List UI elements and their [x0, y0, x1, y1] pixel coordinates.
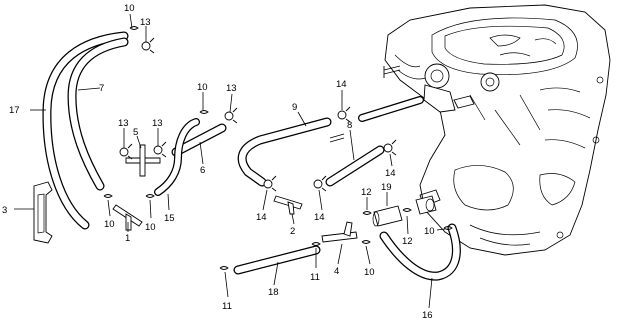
- hose-16: [379, 223, 461, 281]
- hose-15: [154, 118, 200, 196]
- callout-19: 19: [381, 182, 392, 193]
- callout-3: 3: [2, 205, 7, 216]
- intake-manifold-assembly: [383, 4, 611, 256]
- callout-13: 13: [226, 83, 237, 94]
- joint-2: [273, 195, 303, 215]
- callout-14: 14: [314, 212, 325, 223]
- callout-14: 14: [385, 168, 396, 179]
- callout-numbers: 10 13 7 17 10 13 13 13 5 6 9 14 8 3 10 1…: [2, 3, 435, 320]
- callout-9: 9: [292, 102, 297, 113]
- clamp-13: [119, 37, 238, 160]
- clip-11: [219, 242, 321, 270]
- sleeve-19: [372, 205, 403, 227]
- cross-joint-5: [125, 144, 161, 177]
- callout-10: 10: [145, 222, 156, 233]
- bracket-3: [33, 181, 53, 244]
- callout-4: 4: [334, 266, 339, 277]
- callout-10: 10: [364, 267, 375, 278]
- joint-4: [321, 221, 358, 243]
- callout-2: 2: [290, 226, 295, 237]
- callout-10: 10: [197, 82, 208, 93]
- t-joint-1: [112, 204, 143, 231]
- callout-14: 14: [256, 212, 267, 223]
- callout-8: 8: [347, 120, 352, 131]
- leader-lines: [14, 13, 446, 309]
- callout-10: 10: [424, 226, 435, 237]
- hose-17: [42, 31, 129, 230]
- callout-14: 14: [336, 79, 347, 90]
- callout-13: 13: [152, 118, 163, 129]
- callout-13: 13: [140, 17, 151, 28]
- callout-10: 10: [124, 3, 135, 14]
- callout-13: 13: [118, 118, 129, 129]
- callout-12: 12: [361, 187, 372, 198]
- callout-18: 18: [268, 287, 279, 298]
- clip-12: [362, 208, 412, 215]
- callout-17: 17: [9, 105, 20, 116]
- callout-16: 16: [422, 310, 433, 320]
- callout-1: 1: [125, 233, 130, 244]
- callout-5: 5: [133, 127, 138, 138]
- hose-7: [67, 37, 129, 191]
- hose-8: [325, 145, 385, 187]
- bolt: [329, 133, 345, 143]
- engine-hose: [358, 96, 424, 122]
- callout-6: 6: [200, 165, 205, 176]
- clip-10: [103, 26, 453, 244]
- callout-12: 12: [402, 236, 413, 247]
- callout-7: 7: [99, 83, 104, 94]
- callout-15: 15: [164, 213, 175, 224]
- clamp-14: [263, 106, 397, 192]
- callout-11: 11: [222, 301, 232, 312]
- callout-11: 11: [310, 272, 320, 283]
- callout-10: 10: [104, 219, 115, 230]
- hose-9: [237, 117, 332, 187]
- hose-6: [171, 123, 227, 157]
- hose-18: [233, 245, 321, 275]
